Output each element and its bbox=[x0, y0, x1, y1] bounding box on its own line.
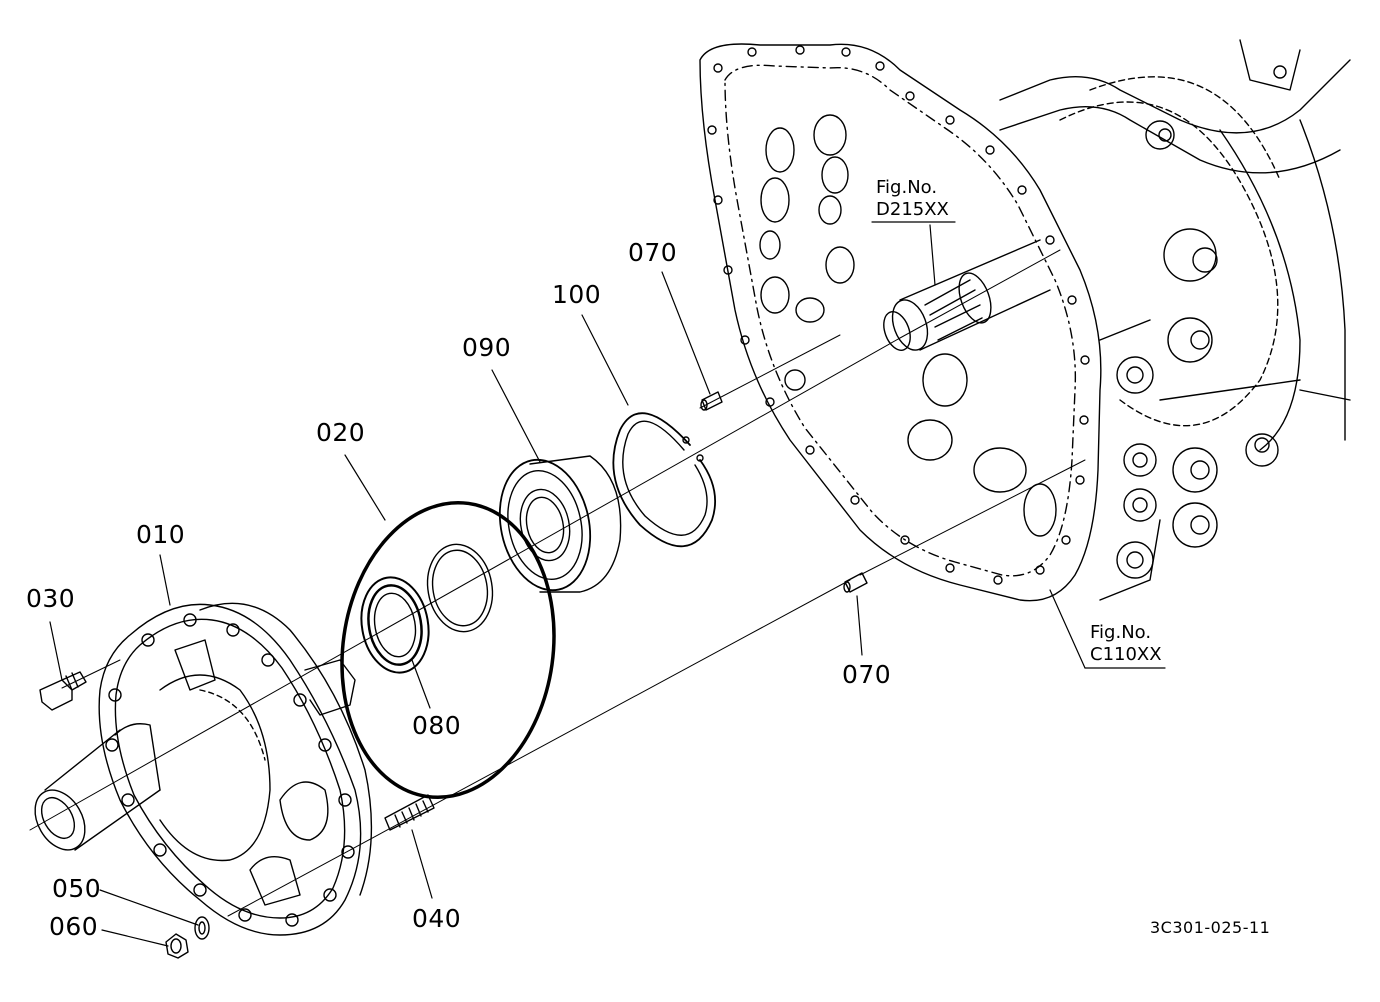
callout-030: 030 bbox=[26, 584, 76, 613]
snap-ring-100 bbox=[613, 413, 715, 546]
oil-seal-080 bbox=[354, 572, 436, 678]
transmission-housing bbox=[700, 40, 1350, 601]
housing-bosses bbox=[1117, 66, 1286, 578]
callout-010: 010 bbox=[136, 520, 186, 549]
snap-ring-small bbox=[421, 539, 499, 637]
figure-ref-c110xx: Fig.No. C110XX bbox=[1090, 622, 1162, 666]
figure-ref-number: D215XX bbox=[876, 199, 949, 220]
figure-ref-d215xx: Fig.No. D215XX bbox=[876, 177, 949, 221]
callout-100: 100 bbox=[552, 280, 602, 309]
figure-ref-label: Fig.No. bbox=[876, 177, 938, 198]
document-number: 3C301-025-11 bbox=[1150, 918, 1271, 937]
bearing-090 bbox=[488, 451, 620, 598]
bolt-030 bbox=[40, 672, 86, 710]
assembly-axes bbox=[30, 250, 1085, 916]
callout-050: 050 bbox=[52, 874, 102, 903]
figure-ref-number: C110XX bbox=[1090, 644, 1162, 665]
nut-060 bbox=[166, 934, 188, 958]
dowel-pin-070-top bbox=[701, 392, 722, 410]
front-cover-010 bbox=[25, 603, 371, 935]
spline-shaft bbox=[879, 240, 1050, 355]
flange-bolt-holes bbox=[708, 46, 1089, 584]
dowel-pin-070-bottom bbox=[844, 573, 867, 592]
callout-020: 020 bbox=[316, 418, 366, 447]
stud-040 bbox=[385, 795, 434, 830]
washer-050 bbox=[195, 917, 209, 939]
callout-040: 040 bbox=[412, 904, 462, 933]
o-ring-020 bbox=[323, 489, 572, 811]
figure-ref-label: Fig.No. bbox=[1090, 622, 1152, 643]
callout-070-top: 070 bbox=[628, 238, 678, 267]
housing-cavities bbox=[760, 115, 1056, 536]
leader-lines bbox=[50, 222, 1165, 946]
callout-060: 060 bbox=[49, 912, 99, 941]
callout-080: 080 bbox=[412, 711, 462, 740]
callout-090: 090 bbox=[462, 333, 512, 362]
callout-070-bottom: 070 bbox=[842, 660, 892, 689]
